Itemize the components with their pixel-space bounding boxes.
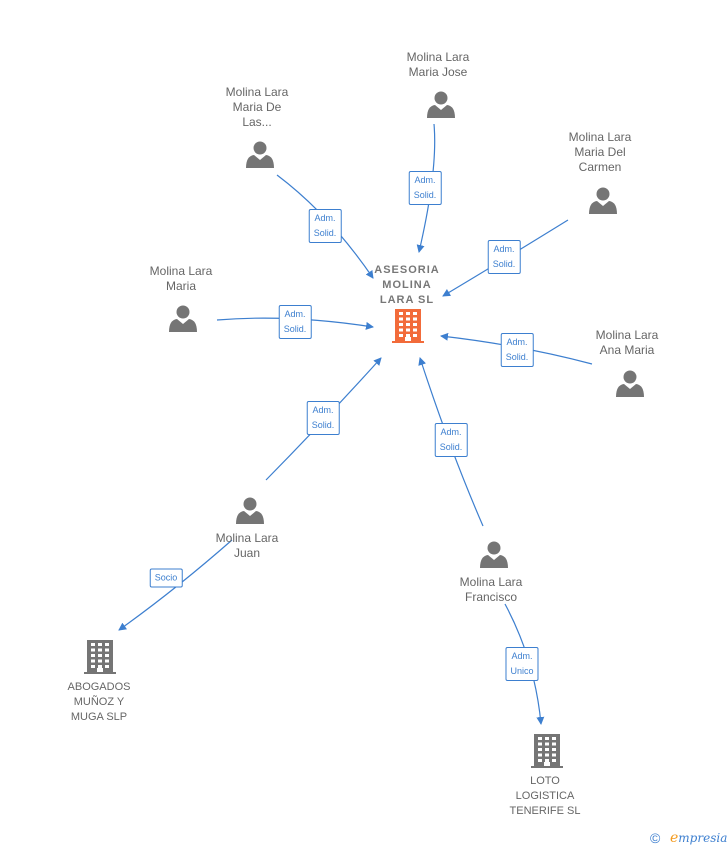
person-label-line: Molina Lara — [459, 575, 523, 589]
edge-label[interactable]: Adm. Solid. — [487, 240, 521, 274]
person-icon[interactable] — [246, 141, 274, 169]
person-icon[interactable] — [616, 370, 644, 398]
edge-label-line: Solid. — [413, 190, 437, 200]
edge-label-line: Adm. — [414, 175, 436, 185]
center-company-label[interactable]: ASESORIA MOLINA LARA SL — [374, 263, 439, 308]
edge-label[interactable]: Adm. Solid. — [408, 171, 442, 205]
edges-layer — [118, 123, 593, 725]
center-company-label-line: ASESORIA — [374, 264, 440, 276]
icons-layer — [84, 91, 644, 768]
edge-label-line: Adm. — [284, 309, 306, 319]
center-company-label-line: MOLINA — [382, 279, 432, 291]
person-label-line: Juan — [233, 546, 261, 560]
edge-label[interactable]: Adm. Solid. — [308, 209, 342, 243]
person-icon[interactable] — [589, 187, 617, 215]
brand-logo-rest: mpresia — [678, 831, 728, 845]
edge-label-line: Adm. — [312, 405, 334, 415]
brand-logo-initial: e — [670, 830, 679, 846]
person-label-line: Francisco — [464, 590, 518, 604]
company-label-line: LOGISTICA — [515, 790, 575, 802]
edge-label-line: Solid. — [439, 442, 463, 452]
person-icon[interactable] — [169, 305, 197, 333]
edge-label-line: Unico — [510, 666, 534, 676]
edge-label-line: Solid. — [311, 420, 335, 430]
person-icon[interactable] — [427, 91, 455, 119]
edge-label-line: Adm. — [511, 651, 533, 661]
center-company-icon[interactable] — [392, 309, 424, 343]
person-label-line: Maria Del — [574, 145, 626, 159]
edge-label-line: Adm. — [493, 244, 515, 254]
company-label-line: TENERIFE SL — [509, 805, 581, 817]
brand-logo[interactable]: empresia — [670, 830, 727, 846]
company-icon[interactable] — [84, 640, 116, 674]
company-label[interactable]: ABOGADOS MUÑOZ Y MUGA SLP — [68, 680, 131, 725]
person-icon[interactable] — [480, 541, 508, 569]
edge-label-line: Adm. — [506, 337, 528, 347]
edge-label-line: Solid. — [283, 324, 307, 334]
edge-label[interactable]: Adm. Solid. — [278, 305, 312, 339]
person-label-line: Carmen — [578, 160, 622, 174]
edge-label-line: Adm. — [314, 213, 336, 223]
person-label-line: Maria — [165, 279, 197, 293]
company-label-line: ABOGADOS — [67, 681, 131, 693]
edge-label[interactable]: Adm. Solid. — [434, 423, 468, 457]
person-label-line: Molina Lara — [406, 50, 470, 64]
company-icon[interactable] — [531, 734, 563, 768]
person-label-line: Molina Lara — [568, 130, 632, 144]
person-label-line: Maria De — [232, 100, 282, 114]
person-label-line: Maria Jose — [408, 65, 468, 79]
person-label-line: Molina Lara — [595, 328, 659, 342]
company-label-line: MUGA SLP — [70, 711, 128, 723]
edge-label[interactable]: Adm. Unico — [505, 647, 539, 681]
edge-label-line: Solid. — [313, 228, 337, 238]
edge-label-line: Adm. — [440, 427, 462, 437]
company-label-line: LOTO — [530, 775, 560, 787]
center-company-label-line: LARA SL — [379, 294, 435, 306]
edge-label-line: Socio — [154, 572, 178, 583]
person-label-line: Molina Lara — [149, 264, 213, 278]
edge-label-line: Solid. — [505, 352, 529, 362]
edge-label-line: Solid. — [492, 259, 516, 269]
company-label[interactable]: LOTO LOGISTICA TENERIFE SL — [510, 774, 581, 819]
person-label-line: Ana Maria — [599, 343, 655, 357]
person-icon[interactable] — [236, 497, 264, 525]
company-label-line: MUÑOZ Y — [73, 696, 125, 708]
copyright-symbol: © — [650, 830, 661, 846]
person-label-line: Molina Lara — [215, 531, 279, 545]
person-label-line: Molina Lara — [225, 85, 289, 99]
edge-label[interactable]: Adm. Solid. — [500, 333, 534, 367]
edge-label[interactable]: Socio — [149, 568, 183, 588]
edge-label[interactable]: Adm. Solid. — [306, 401, 340, 435]
person-label-line: Las... — [242, 115, 272, 129]
